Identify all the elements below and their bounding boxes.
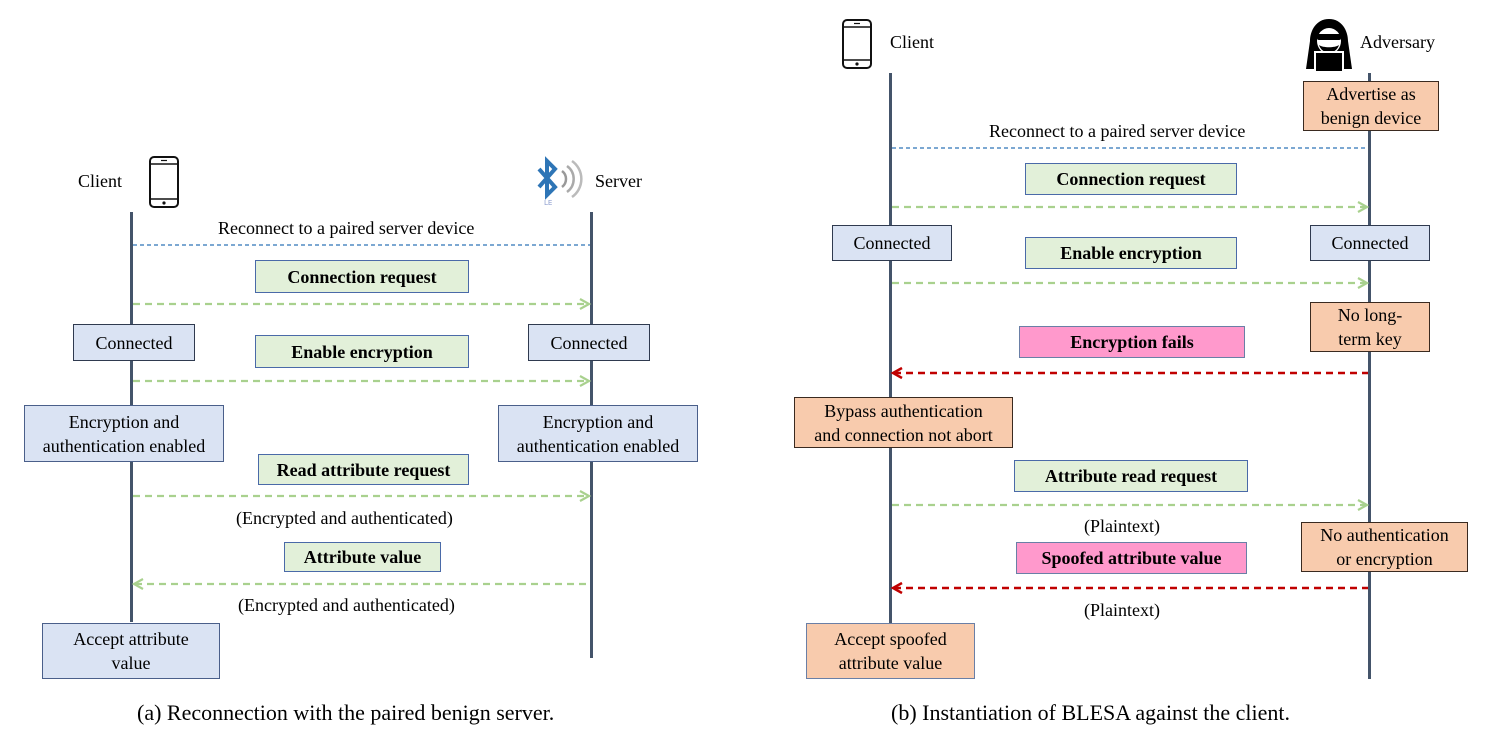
server-connected-label: Connected <box>550 332 628 353</box>
read-attribute-request-message: Read attribute request <box>258 454 469 485</box>
attribute-value-message: Attribute value <box>284 542 441 572</box>
accept-spoofed-line2: attribute value <box>838 653 943 673</box>
no-auth-line1: No authentication <box>1320 525 1449 545</box>
read-request-note: (Plaintext) <box>1084 516 1160 536</box>
enable-encryption-label: Enable encryption <box>1060 243 1202 263</box>
no-ltk-line2: term key <box>1338 329 1402 349</box>
bypass-line1: Bypass authentication <box>824 400 983 421</box>
actor-client-label: Client <box>78 171 122 191</box>
smartphone-icon <box>148 155 180 214</box>
actor-client-label: Client <box>890 32 934 52</box>
advertise-benign-state: Advertise as benign device <box>1303 81 1439 131</box>
client-lifeline <box>889 73 892 625</box>
read-attribute-request-label: Read attribute request <box>276 459 451 480</box>
encryption-fails-label: Encryption fails <box>1070 332 1194 352</box>
spoofed-attribute-value-arrow <box>890 581 1368 595</box>
accept-spoofed-value-state: Accept spoofed attribute value <box>806 623 975 679</box>
bypass-authentication-state: Bypass authentication and connection not… <box>794 397 1013 448</box>
encryption-fails-arrow <box>890 366 1368 380</box>
bypass-line2: and connection not abort <box>814 424 993 445</box>
read-request-note: (Encrypted and authenticated) <box>236 508 453 528</box>
enable-encryption-message: Enable encryption <box>1025 237 1237 269</box>
advertise-line1: Advertise as <box>1326 84 1416 104</box>
attribute-value-arrow <box>131 578 590 590</box>
spoofed-value-note: (Plaintext) <box>1084 600 1160 620</box>
enable-encryption-label: Enable encryption <box>291 341 433 362</box>
no-ltk-line1: No long- <box>1337 305 1403 325</box>
attribute-read-request-arrow <box>892 499 1370 511</box>
connection-request-label: Connection request <box>1056 169 1206 189</box>
accept-spoofed-line1: Accept spoofed <box>834 629 947 649</box>
accept-attribute-value-state: Accept attribute value <box>42 623 220 679</box>
read-attribute-request-arrow <box>133 490 592 502</box>
spoofed-attribute-value-label: Spoofed attribute value <box>1041 548 1222 568</box>
bluetooth-le-icon: LE <box>533 155 585 212</box>
caption-b: (b) Instantiation of BLESA against the c… <box>891 700 1290 725</box>
connection-request-message: Connection request <box>1025 163 1237 195</box>
caption-a: (a) Reconnection with the paired benign … <box>137 700 555 725</box>
connection-request-label: Connection request <box>287 266 437 287</box>
client-connected-label: Connected <box>853 233 931 253</box>
attribute-read-request-label: Attribute read request <box>1044 466 1218 486</box>
spoofed-attribute-value-message: Spoofed attribute value <box>1016 542 1247 574</box>
enable-encryption-message: Enable encryption <box>255 335 469 368</box>
accept-line2: value <box>111 653 151 673</box>
actor-server-label: Server <box>595 171 642 191</box>
no-authentication-state: No authentication or encryption <box>1301 522 1468 572</box>
smartphone-icon <box>841 18 873 75</box>
reconnect-note: Reconnect to a paired server device <box>218 218 475 238</box>
enable-encryption-arrow <box>133 375 592 387</box>
client-encryption-enabled-state: Encryption and authentication enabled <box>24 405 224 462</box>
adversary-connected-state: Connected <box>1310 225 1430 261</box>
advertise-line2: benign device <box>1320 108 1422 128</box>
client-enc-line2: authentication enabled <box>42 435 206 456</box>
connection-request-arrow <box>892 201 1370 213</box>
connection-request-arrow <box>133 298 592 310</box>
attribute-value-note: (Encrypted and authenticated) <box>238 595 455 615</box>
client-connected-state: Connected <box>832 225 952 261</box>
no-long-term-key-state: No long- term key <box>1310 302 1430 352</box>
adversary-connected-label: Connected <box>1331 233 1409 253</box>
enable-encryption-arrow <box>892 277 1370 289</box>
client-connected-label: Connected <box>95 332 173 353</box>
accept-line1: Accept attribute <box>73 629 189 649</box>
adversary-lifeline <box>1368 73 1371 679</box>
attribute-read-request-message: Attribute read request <box>1014 460 1248 492</box>
client-enc-line1: Encryption and <box>68 411 180 432</box>
server-encryption-enabled-state: Encryption and authentication enabled <box>498 405 698 462</box>
actor-adversary-label: Adversary <box>1360 32 1435 52</box>
no-auth-line2: or encryption <box>1336 549 1433 569</box>
encryption-fails-message: Encryption fails <box>1019 326 1245 358</box>
connection-request-message: Connection request <box>255 260 469 293</box>
svg-text:LE: LE <box>544 199 552 207</box>
hacker-icon <box>1302 17 1356 76</box>
client-connected-state: Connected <box>73 324 195 361</box>
server-connected-state: Connected <box>528 324 650 361</box>
attribute-value-label: Attribute value <box>303 547 422 567</box>
server-enc-line1: Encryption and <box>542 411 654 432</box>
server-enc-line2: authentication enabled <box>516 435 680 456</box>
reconnect-note: Reconnect to a paired server device <box>989 121 1246 141</box>
